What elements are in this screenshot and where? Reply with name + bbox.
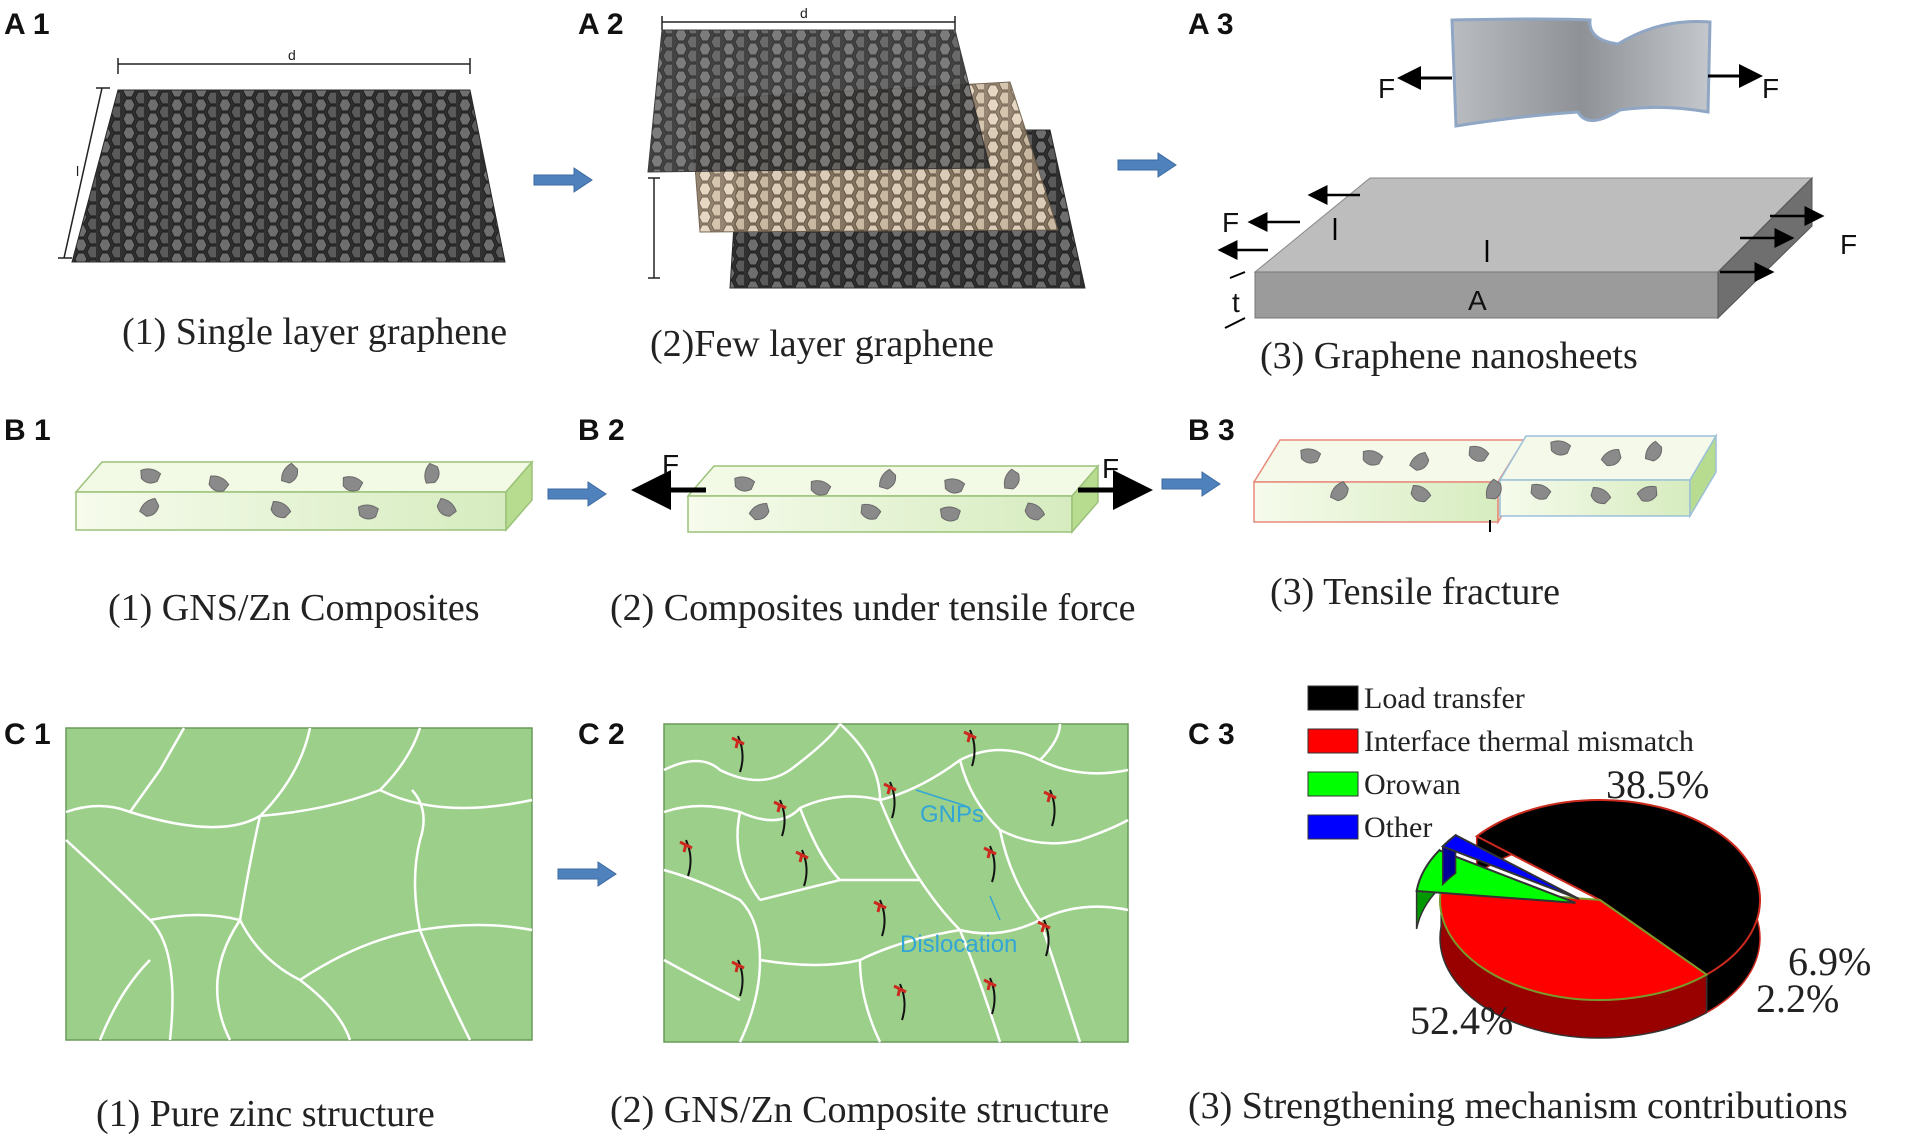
- dislocation-pointer: [989, 895, 1001, 921]
- tensile-fracture-bar: [1252, 433, 1718, 532]
- panel-label-b1: B 1: [4, 414, 51, 447]
- panel-label-b3: B 3: [1188, 414, 1235, 447]
- arrow-c1-to-c2: [557, 861, 617, 887]
- force-label-right-top: F: [1762, 73, 1779, 104]
- thickness-label: t: [1232, 287, 1240, 318]
- dimension-label-d: d: [288, 47, 296, 63]
- graphene-layer-top: [647, 29, 991, 173]
- force-label-right: F: [1840, 229, 1857, 260]
- panel-label-c1: C 1: [4, 718, 51, 751]
- arrow-a2-to-a3: [1117, 152, 1177, 178]
- legend-label-interface-thermal-mismatch: Interface thermal mismatch: [1364, 725, 1694, 758]
- dimension-line-l: [63, 87, 103, 259]
- force-label-left: F: [662, 449, 679, 480]
- block-side-face: [1717, 176, 1813, 320]
- panel-label-c2: C 2: [578, 718, 625, 751]
- caption-b2: (2) Composites under tensile force: [610, 587, 1136, 629]
- caption-c2: (2) GNS/Zn Composite structure: [610, 1089, 1109, 1131]
- area-label: A: [1468, 285, 1487, 316]
- legend-swatch-other: [1307, 814, 1359, 840]
- caption-c3: (3) Strengthening mechanism contribution…: [1188, 1085, 1848, 1127]
- pie-value-label-load-transfer: 52.4%: [1410, 998, 1513, 1043]
- grain-boundaries: [65, 727, 533, 1041]
- gns-zn-composite-microstructure: GNPs Dislocation: [663, 723, 1129, 1043]
- grain-boundaries: [663, 723, 1129, 1043]
- pie-value-labels: 52.4% 38.5% 6.9%2.2%: [1410, 762, 1871, 1043]
- pie-slice-other: [1440, 833, 1580, 900]
- panel-label-a1: A 1: [4, 8, 50, 41]
- panel-label-b2: B 2: [578, 414, 625, 447]
- composite-under-tension-bar: F F: [631, 449, 1153, 535]
- caption-c1: (1) Pure zinc structure: [96, 1093, 435, 1135]
- bent-nanosheet: [1450, 17, 1712, 128]
- panel-label-c3: C 3: [1188, 718, 1235, 751]
- composite-grain-field: [663, 723, 1129, 1043]
- gnps-annotation: GNPs: [920, 801, 984, 828]
- panel-label-a3: A 3: [1188, 8, 1234, 41]
- caption-a3: (3) Graphene nanosheets: [1260, 335, 1638, 377]
- arrow-b2-to-b3: [1161, 471, 1221, 497]
- single-layer-graphene-illustration: d l: [58, 47, 506, 263]
- legend-swatch-orowan: [1307, 771, 1359, 797]
- few-layer-graphene-illustration: d: [647, 5, 1086, 289]
- legend-swatch-interface-thermal-mismatch: [1307, 728, 1359, 754]
- strengthening-pie-chart: [1415, 799, 1761, 1039]
- dimension-label-d: d: [800, 5, 808, 21]
- legend-label-orowan: Orowan: [1364, 768, 1461, 801]
- pure-zinc-microstructure: [65, 727, 533, 1041]
- caption-a2: (2)Few layer graphene: [650, 323, 994, 365]
- pie-slice-interface-thermal-mismatch: [1439, 887, 1709, 1001]
- force-label-left-top: F: [1378, 73, 1395, 104]
- pie-value-label-other: 2.2%: [1756, 976, 1839, 1021]
- pie-value-label-orowan: 6.9%: [1788, 939, 1871, 984]
- pie-value-label-interface-thermal-mismatch: 38.5%: [1606, 762, 1709, 807]
- legend-label-load-transfer: Load transfer: [1364, 682, 1525, 715]
- block-top-face: [1253, 177, 1814, 273]
- legend-label-other: Other: [1364, 811, 1432, 844]
- graphene-nanosheet-bent-illustration: F F: [1378, 17, 1779, 128]
- panel-label-a2: A 2: [578, 8, 624, 41]
- dimension-label-l: l: [76, 163, 79, 179]
- pie-slice-load-transfer: [1474, 799, 1761, 976]
- force-label-right: F: [1102, 453, 1119, 484]
- zinc-grain-field: [65, 727, 533, 1041]
- graphene-nanosheet-block-illustration: F F t A: [1217, 176, 1857, 329]
- force-label-left: F: [1222, 207, 1239, 238]
- arrow-b1-to-b2: [547, 481, 607, 507]
- caption-b3: (3) Tensile fracture: [1270, 571, 1560, 613]
- gns-zn-composite-bar: [74, 459, 534, 533]
- caption-b1: (1) GNS/Zn Composites: [108, 587, 480, 629]
- dislocation-annotation: Dislocation: [900, 931, 1017, 958]
- gnps-pointer: [915, 789, 967, 807]
- caption-a1: (1) Single layer graphene: [122, 311, 507, 353]
- arrow-a1-to-a2: [533, 167, 593, 193]
- legend-swatch-load-transfer: [1307, 685, 1359, 711]
- graphene-sheet: [71, 89, 506, 263]
